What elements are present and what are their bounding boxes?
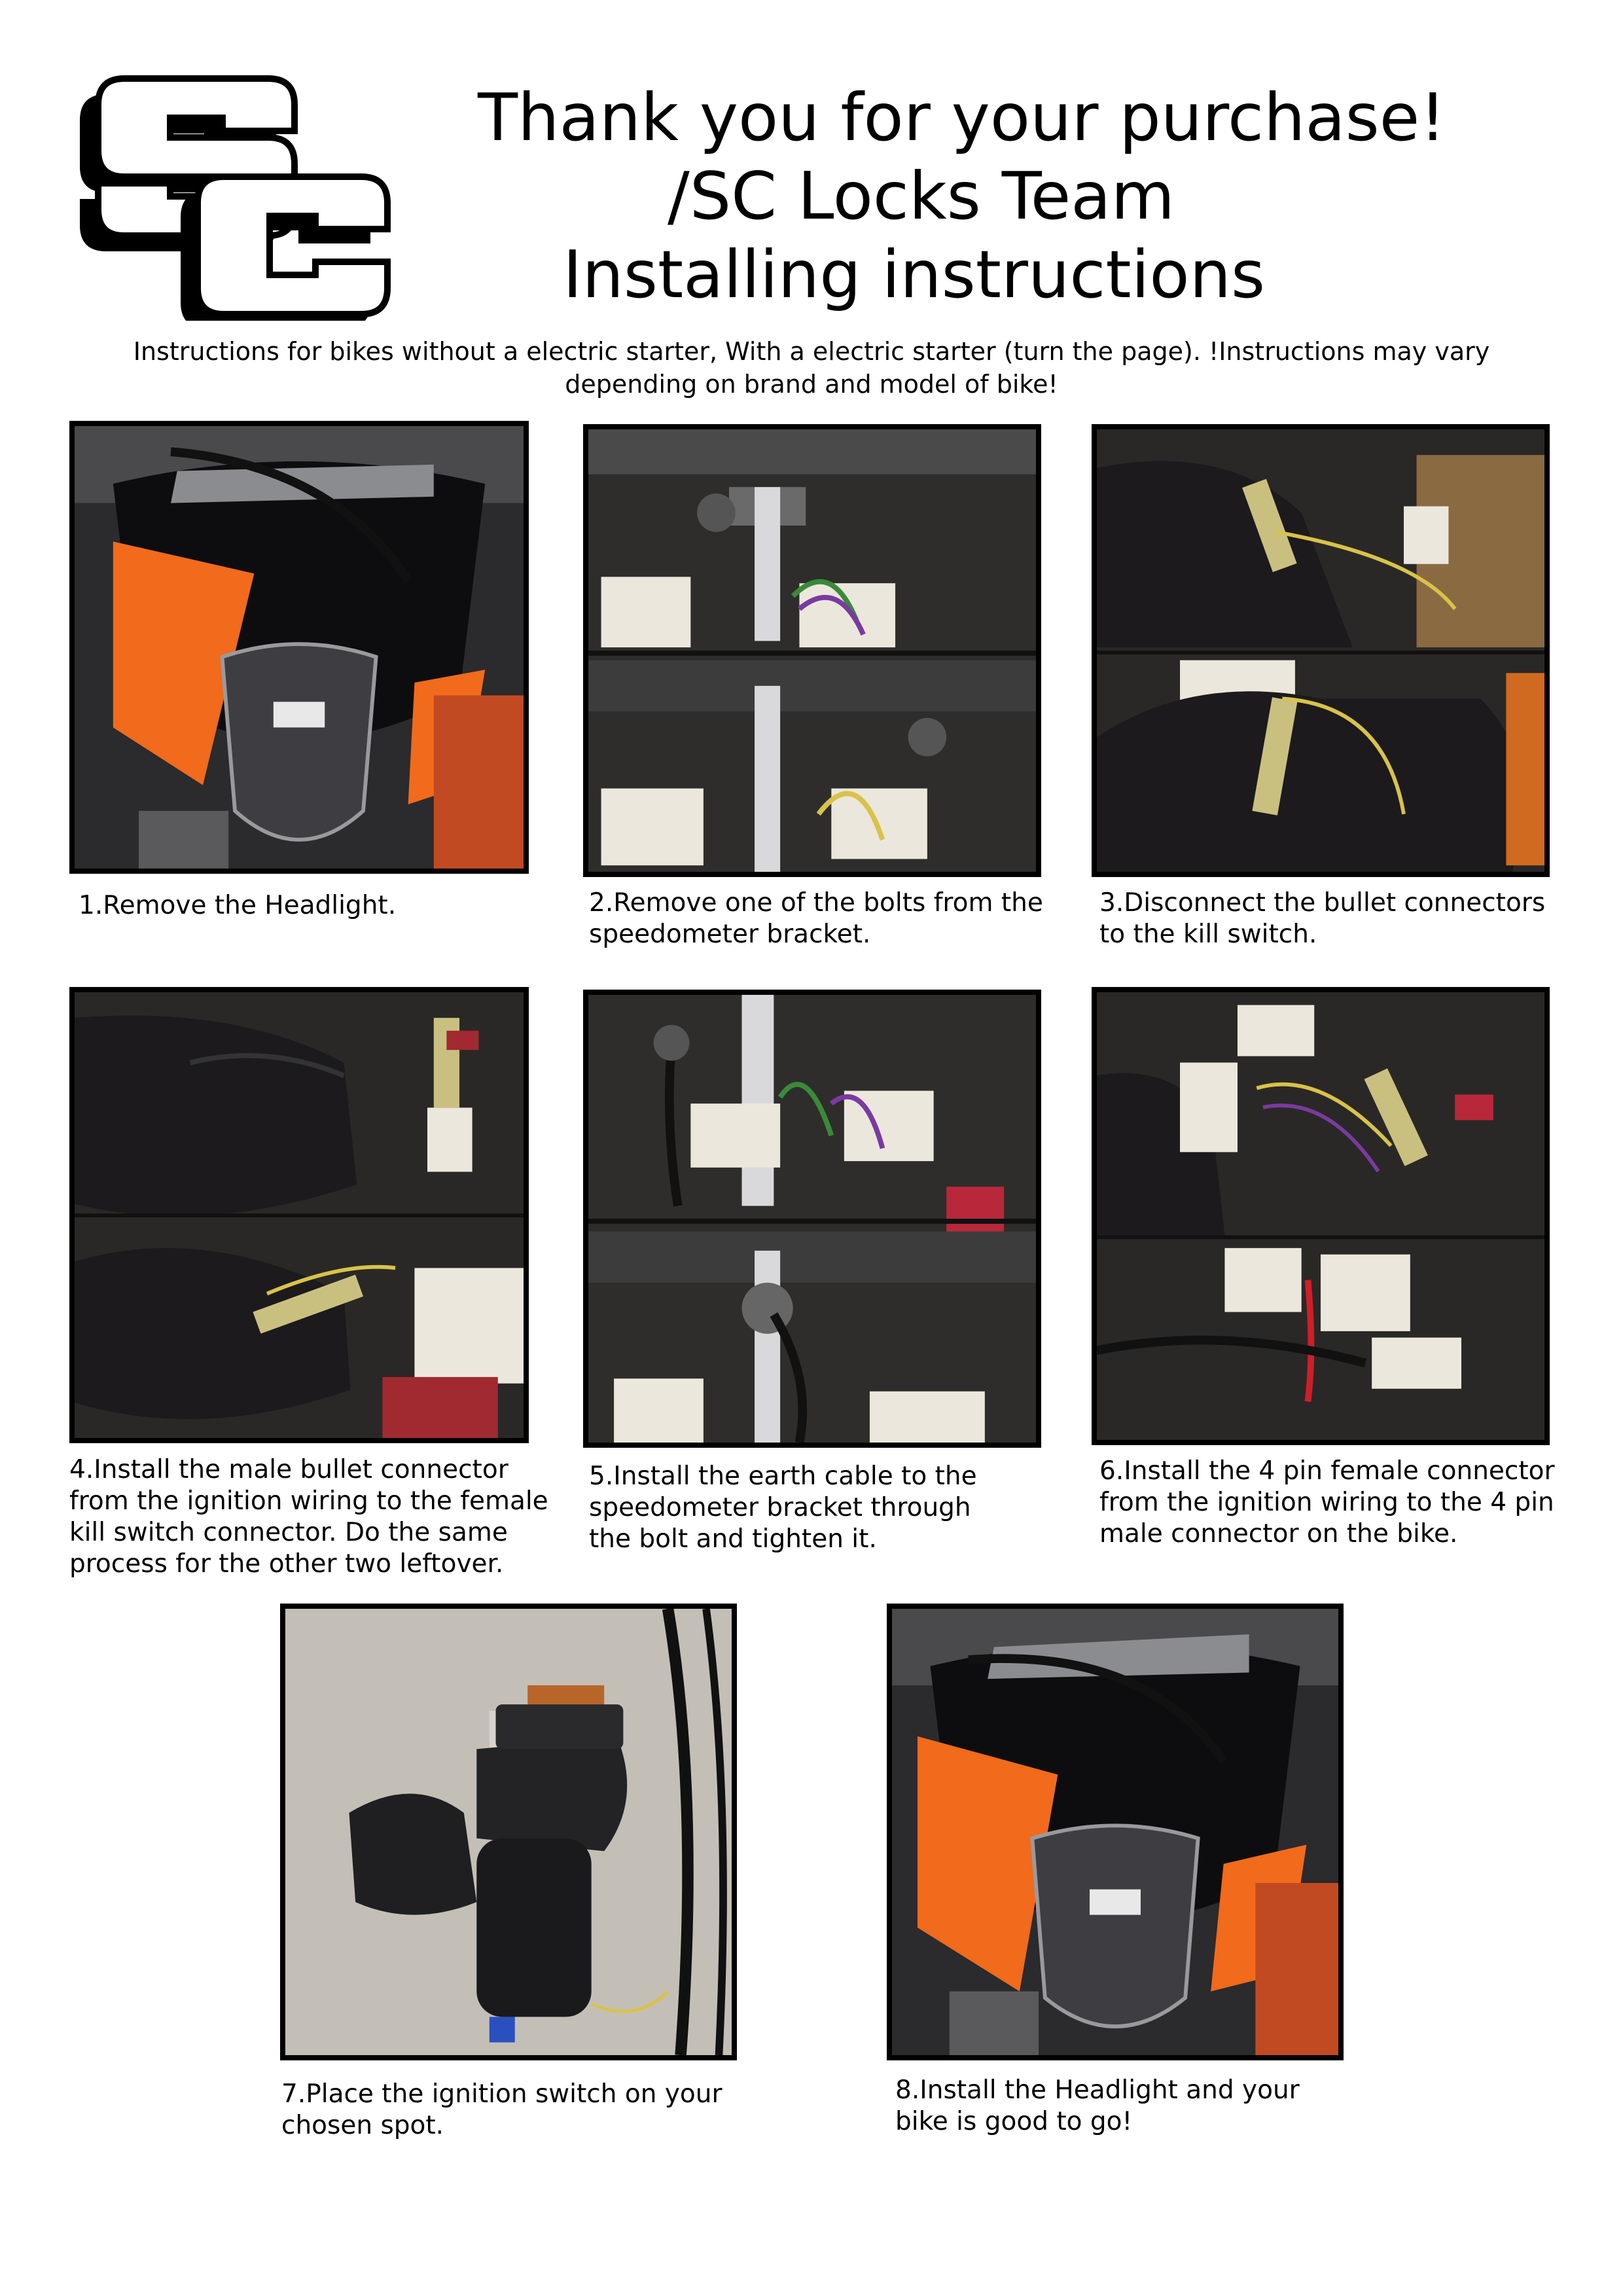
step-8-text: .Install the Headlight and your bike is … <box>895 2075 1300 2136</box>
step-6-caption: 6.Install the 4 pin female connector fro… <box>1099 1456 1577 1550</box>
step-2-caption: 2.Remove one of the bolts from the speed… <box>589 888 1047 950</box>
step-3-text: .Disconnect the bullet connectors to the… <box>1099 888 1546 949</box>
bullet-connectors-photo <box>1092 424 1550 877</box>
four-pin-connector-photo <box>1092 987 1550 1445</box>
page-title-line1: Thank you for your purchase! <box>478 79 1446 156</box>
step-1-number: 1 <box>79 891 95 920</box>
step-3-caption: 3.Disconnect the bullet connectors to th… <box>1099 888 1571 950</box>
step-7-caption: 7.Place the ignition switch on your chos… <box>281 2079 740 2142</box>
step-8-caption: 8.Install the Headlight and your bike is… <box>895 2075 1353 2138</box>
step-4-number: 4 <box>69 1455 86 1484</box>
step-6-text: .Install the 4 pin female connector from… <box>1099 1456 1555 1549</box>
step-3-number: 3 <box>1099 888 1116 918</box>
male-bullet-connector-photo <box>69 987 529 1443</box>
page-title-line3: Installing instructions <box>563 236 1266 313</box>
step-4-caption: 4.Install the male bullet connector from… <box>69 1454 567 1580</box>
step-2-number: 2 <box>589 888 605 918</box>
ignition-switch-photo <box>280 1604 737 2060</box>
intro-text: Instructions for bikes without a electri… <box>133 337 1490 399</box>
sc-logo <box>79 72 393 329</box>
speedometer-bracket-photo <box>583 424 1041 877</box>
step-2-text: .Remove one of the bolts from the speedo… <box>589 888 1043 949</box>
step-7-text: .Place the ignition switch on your chose… <box>281 2079 722 2140</box>
page-title-line2: /SC Locks Team <box>668 158 1175 234</box>
step-4-text: .Install the male bullet connector from … <box>69 1455 548 1579</box>
step-8-number: 8 <box>895 2075 912 2105</box>
step-1-caption: 1.Remove the Headlight. <box>79 890 524 922</box>
step-7-number: 7 <box>281 2079 298 2109</box>
step-5-caption: 5.Install the earth cable to the speedom… <box>589 1461 1021 1555</box>
step-5-number: 5 <box>589 1462 605 1491</box>
step-6-number: 6 <box>1099 1456 1116 1486</box>
headlight-installed-photo <box>887 1604 1344 2060</box>
earth-cable-photo <box>583 990 1041 1448</box>
step-1-text: .Remove the Headlight. <box>94 891 397 920</box>
step-5-text: .Install the earth cable to the speedome… <box>589 1462 977 1554</box>
headlight-removed-photo <box>69 421 529 874</box>
